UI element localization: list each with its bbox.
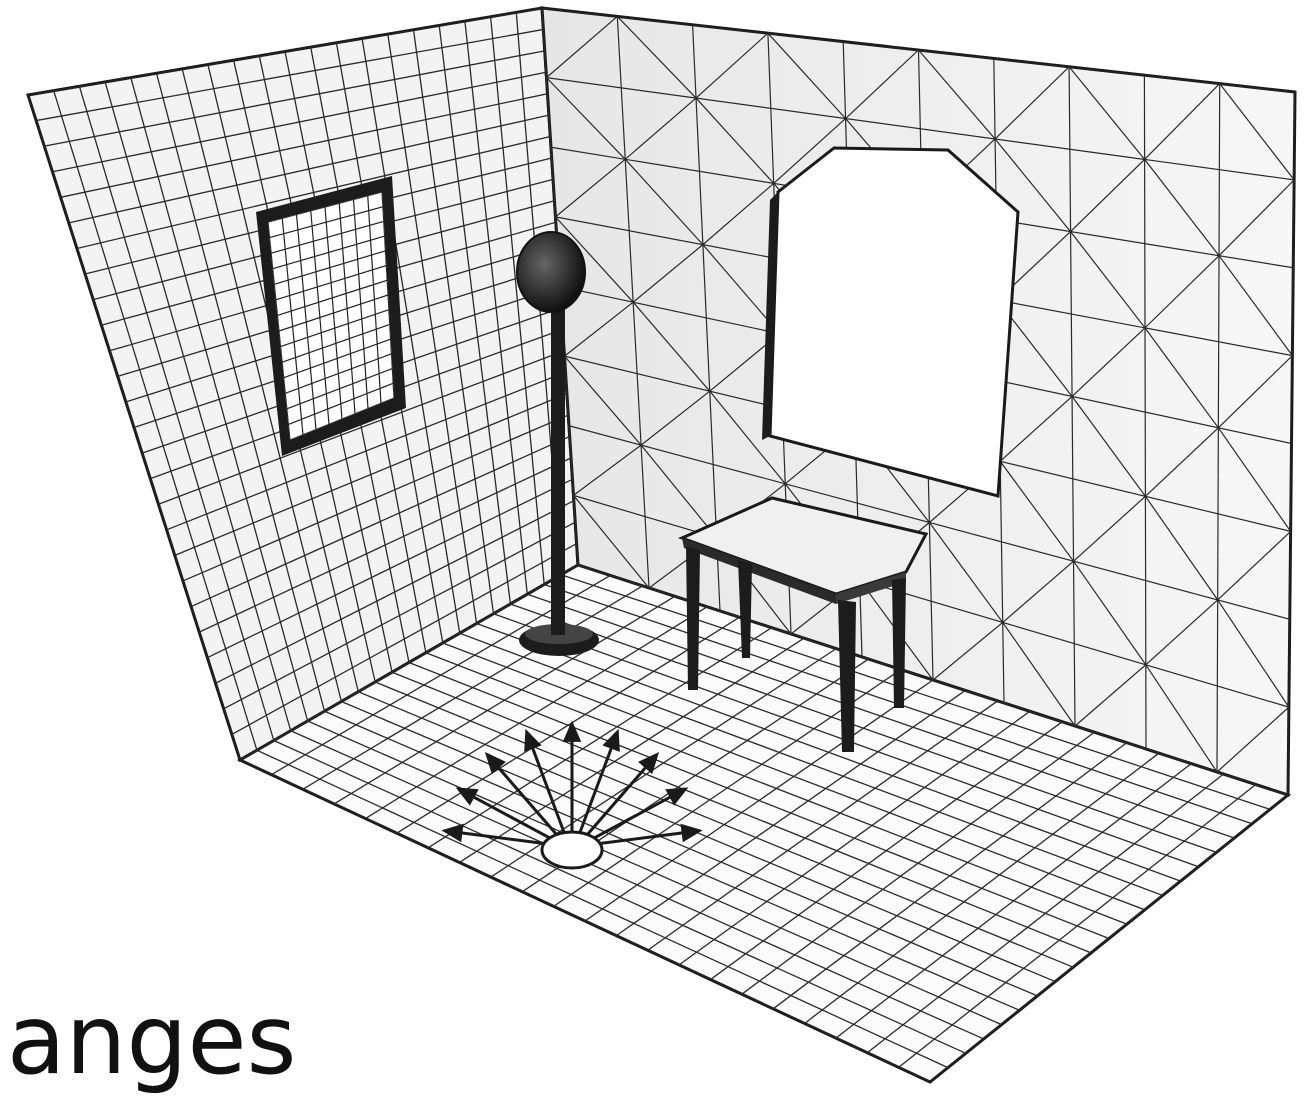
window: [762, 148, 1018, 496]
caption-line-2: hanges: [0, 992, 297, 1088]
lamp-globe-icon: [517, 232, 585, 312]
picture-frame: [256, 176, 406, 456]
caption-line-1: s: [0, 898, 2, 994]
hemisphere-light-icon: [542, 832, 602, 868]
